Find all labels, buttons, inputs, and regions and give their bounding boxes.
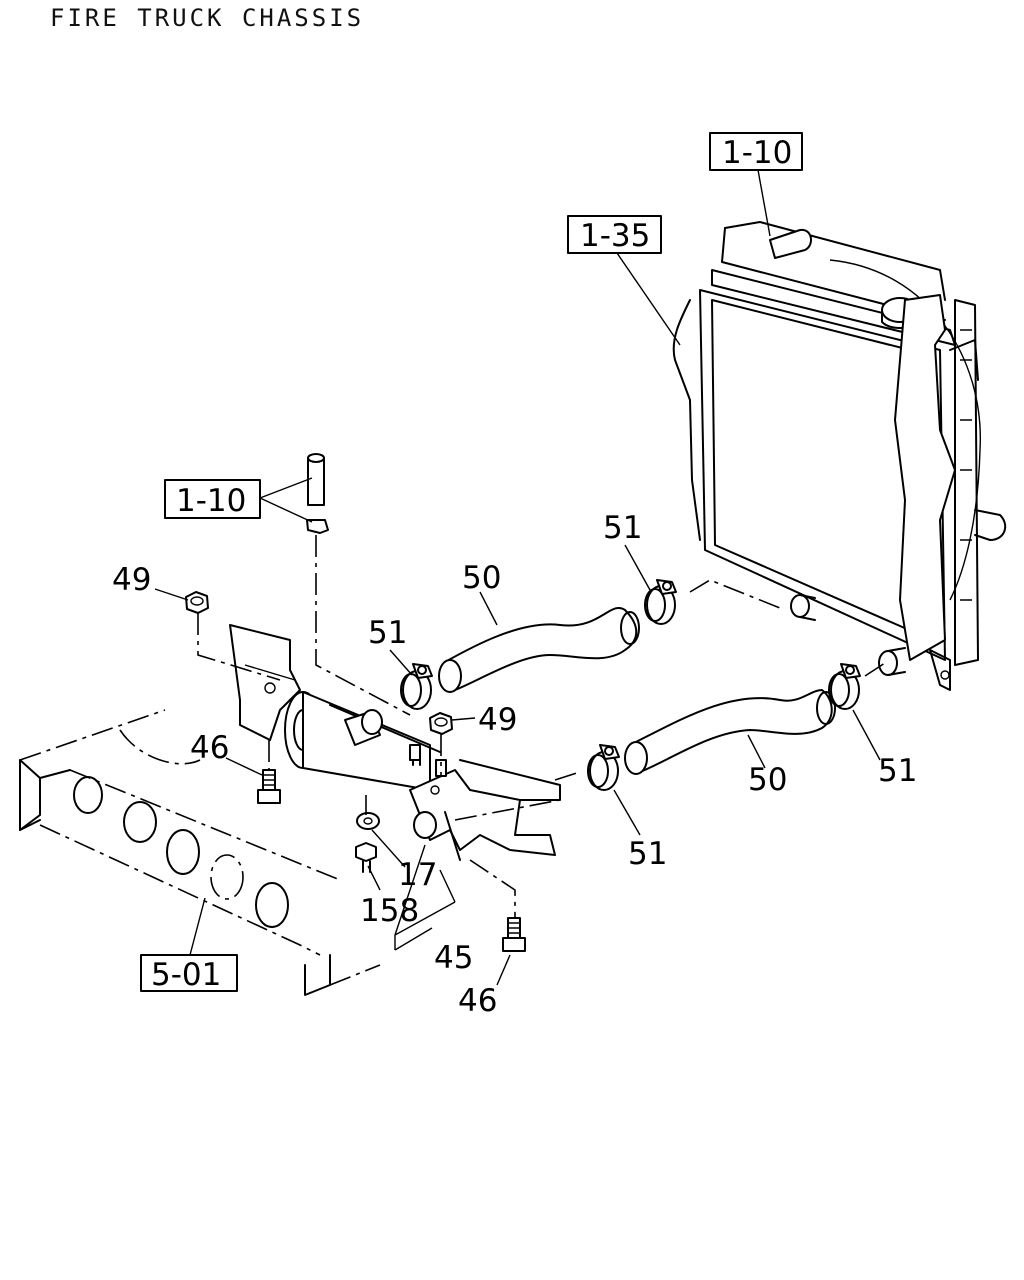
callout-51-bottom: 51 <box>628 836 667 872</box>
page-title: FIRE TRUCK CHASSIS <box>50 4 365 32</box>
bolt-46-bottom <box>502 917 526 952</box>
ref-box-1-10-left: 1-10 <box>164 479 261 519</box>
water-pipe-assembly <box>229 624 561 861</box>
ref-5-01-text: 5-01 <box>151 957 221 993</box>
callout-50-bottom: 50 <box>748 762 787 798</box>
bolt-158 <box>355 842 377 873</box>
drain-tube <box>306 453 329 534</box>
hose-clamp-upper-left <box>400 663 433 710</box>
washer-17 <box>356 812 380 830</box>
hose-clamp-lower-left <box>587 744 620 791</box>
nut-49-left <box>185 591 209 614</box>
ref-box-5-01: 5-01 <box>140 954 238 993</box>
callout-51-top-left: 51 <box>368 615 407 651</box>
ref-1-35-text: 1-35 <box>580 218 650 254</box>
frame-rail <box>19 709 381 996</box>
ref-1-10-top-text: 1-10 <box>722 135 792 171</box>
callout-51-right: 51 <box>878 753 917 789</box>
hose-clamp-lower-right <box>828 663 861 710</box>
bolt-46-left <box>257 769 281 804</box>
callout-46-left: 46 <box>190 730 229 766</box>
ref-box-1-10-top: 1-10 <box>709 132 803 171</box>
callout-45: 45 <box>434 940 473 976</box>
radiator <box>672 221 1007 691</box>
nut-49-right <box>429 712 453 735</box>
ref-1-10-left-text: 1-10 <box>176 483 246 519</box>
hose-upper <box>438 607 640 693</box>
leader-lines <box>154 169 886 986</box>
callout-51-top-right: 51 <box>603 510 642 546</box>
callout-158: 158 <box>360 893 419 929</box>
callout-49-right: 49 <box>478 702 517 738</box>
callout-49-left: 49 <box>112 562 151 598</box>
callout-46-bottom: 46 <box>458 983 497 1019</box>
stud <box>409 744 447 777</box>
hose-clamp-upper-right <box>644 579 677 625</box>
callout-17: 17 <box>398 857 437 893</box>
callout-50-top: 50 <box>462 560 501 596</box>
ref-box-1-35: 1-35 <box>567 215 662 254</box>
hose-lower <box>624 689 836 775</box>
